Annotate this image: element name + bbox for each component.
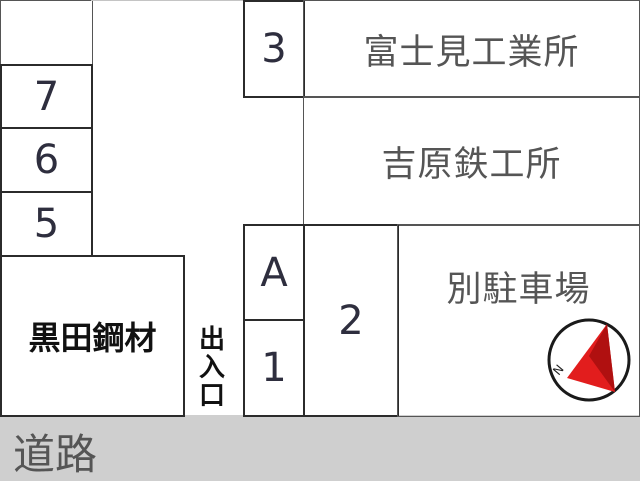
- lot-7: 7: [0, 64, 93, 129]
- fujimi-building: 富士見工業所: [303, 0, 640, 98]
- lot-7-number: 7: [33, 73, 60, 120]
- entrance-char-3: 口: [198, 381, 225, 411]
- top-left-empty-lot: [0, 0, 93, 66]
- lot-2: 2: [303, 224, 399, 417]
- lot-1-number: 1: [261, 345, 287, 391]
- lot-a: A: [243, 224, 305, 321]
- parking-label: 別駐車場: [446, 270, 591, 310]
- north-arrow-icon: [547, 318, 631, 402]
- entrance-label: 出 入 口: [196, 326, 228, 410]
- yoshiwara-label: 吉原鉄工所: [381, 144, 562, 185]
- lot-a-letter: A: [260, 249, 288, 296]
- lot-6: 6: [0, 127, 93, 193]
- lot-2-number: 2: [338, 297, 364, 344]
- lot-3: 3: [243, 0, 305, 98]
- road: [0, 415, 640, 481]
- lot-6-number: 6: [33, 137, 60, 183]
- lot-1: 1: [243, 319, 305, 417]
- yoshiwara-building: 吉原鉄工所: [303, 96, 640, 226]
- entrance-char-1: 出: [198, 325, 225, 355]
- lot-5-number: 5: [33, 201, 60, 247]
- lot-3-number: 3: [261, 26, 287, 72]
- entrance-char-2: 入: [198, 353, 225, 383]
- fujimi-label: 富士見工業所: [363, 32, 580, 73]
- lot-5: 5: [0, 191, 93, 257]
- kuroda-steel-building: 黒田鋼材: [0, 255, 185, 417]
- kuroda-steel-label: 黒田鋼材: [28, 319, 157, 357]
- central-yard-outline: [91, 0, 243, 258]
- compass: N: [545, 314, 633, 404]
- parking-area: 別駐車場: [397, 224, 640, 417]
- road-label: 道路: [13, 430, 98, 479]
